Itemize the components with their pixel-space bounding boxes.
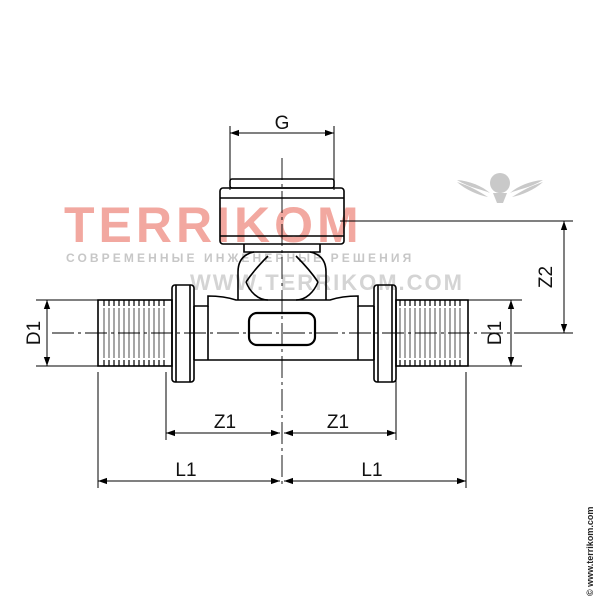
copyright-text: © www.terrikom.com [585, 507, 595, 596]
watermark: TERRIKOM СОВРЕМЕННЫЕ ИНЖЕНЕРНЫЕ РЕШЕНИЯ … [64, 173, 543, 295]
centerlines [52, 158, 560, 488]
z1-right-label: Z1 [327, 412, 349, 433]
l1-right-label: L1 [361, 460, 382, 481]
branch-fillet-left [245, 281, 269, 301]
watermark-url: WWW.TERRIKOM.COM [190, 270, 464, 295]
run-top-contour [194, 295, 374, 307]
z2-label: Z2 [536, 266, 557, 288]
left-ribbed-insert [97, 299, 173, 367]
socket-base [243, 244, 321, 253]
right-insert-ribs [399, 300, 461, 366]
tee-fitting [97, 178, 469, 383]
watermark-tagline: СОВРЕМЕННЫЕ ИНЖЕНЕРНЫЕ РЕШЕНИЯ [66, 251, 414, 265]
winged-emblem-icon [457, 173, 543, 203]
branch-neck-right-inner [295, 255, 319, 283]
branch-port [247, 311, 317, 347]
l1-left-label: L1 [175, 460, 196, 481]
d1-right-label: D1 [485, 321, 506, 345]
d1-left-label: D1 [24, 321, 45, 345]
dimension-labels: G Z2 D1 D1 Z1 Z1 L1 L1 [24, 113, 557, 481]
z1-left-label: Z1 [214, 412, 236, 433]
branch-fillet-right [295, 281, 319, 301]
g-label: G [275, 113, 290, 134]
dimensions [36, 126, 573, 488]
left-insert-ribs [103, 300, 165, 366]
branch-neck-left-inner [245, 255, 269, 283]
right-ribbed-insert [395, 299, 469, 367]
